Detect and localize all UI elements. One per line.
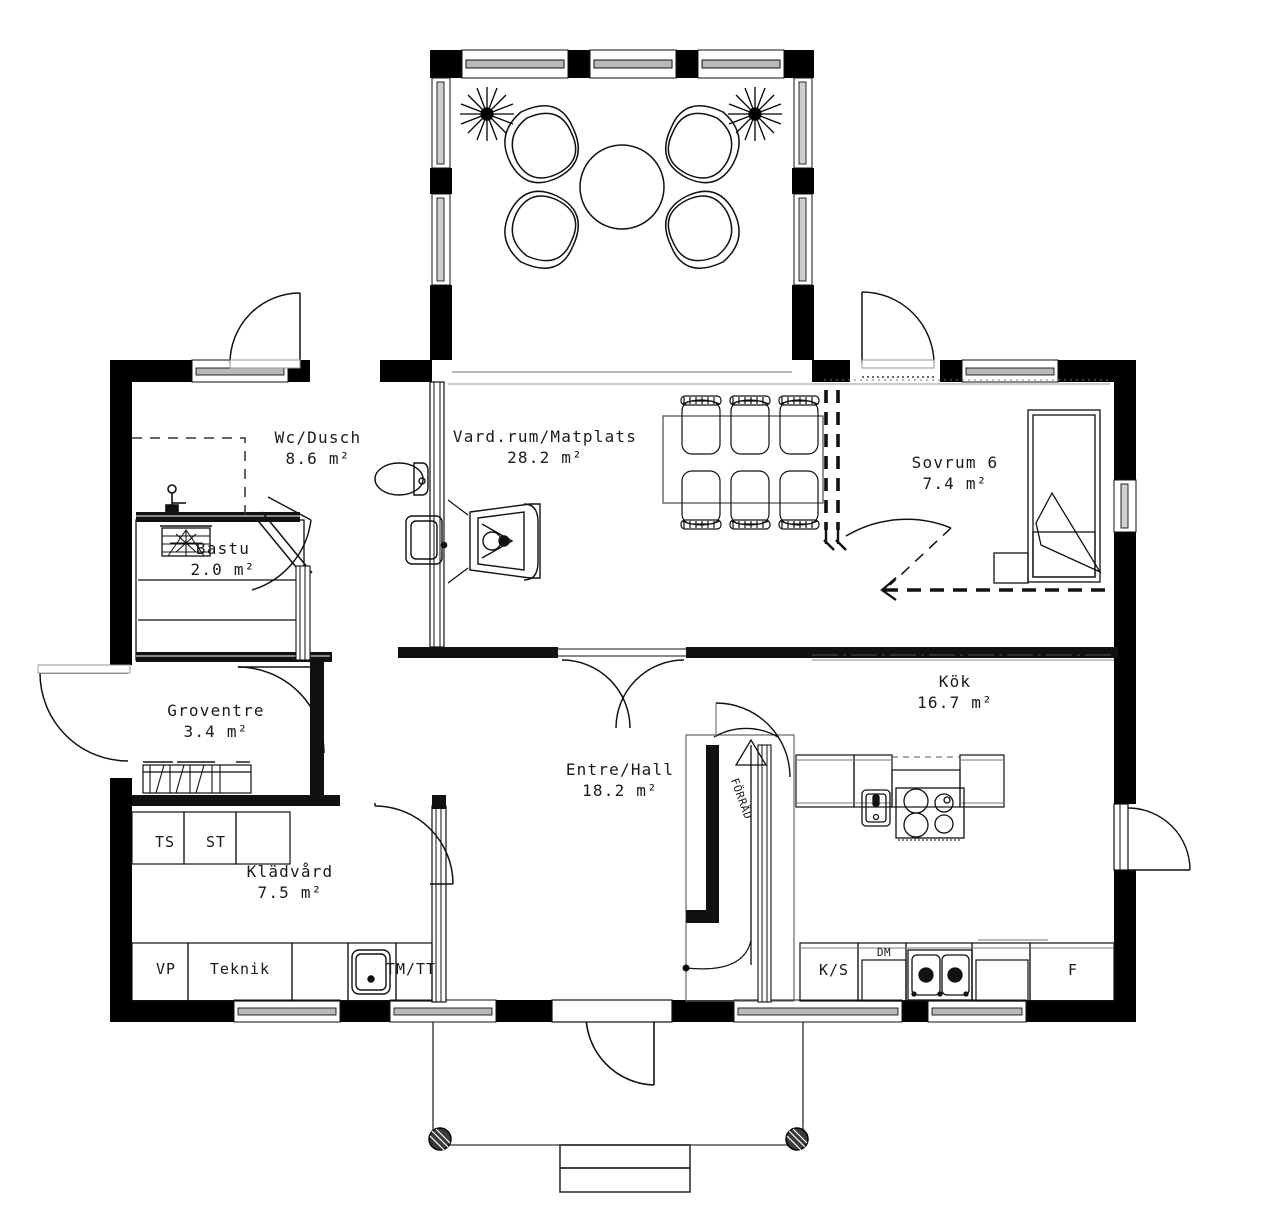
kitchen-sink xyxy=(907,949,973,1001)
window-right-sovrum xyxy=(1113,479,1137,533)
terrace-window-top-1 xyxy=(461,49,569,79)
room-label-kladvard-name: Klädvård xyxy=(247,862,334,881)
bastu-door xyxy=(251,496,312,591)
deck-post-right xyxy=(785,1127,809,1151)
room-label-groventre-area: 3.4 m² xyxy=(184,722,249,741)
kitchen-upper-cabinets xyxy=(795,754,1005,808)
terrace-walls xyxy=(430,50,814,360)
room-labels: Wc/Dusch 8.6 m² Bastu 2.0 m² Vard.rum/Ma… xyxy=(167,427,999,902)
sovrum-door-swing xyxy=(845,518,952,586)
fixture-label-f: F xyxy=(1068,961,1078,979)
door-sovrum-top xyxy=(861,291,935,378)
deck-post-left xyxy=(428,1127,452,1151)
fixture-label-ts: TS xyxy=(155,833,175,851)
door-left-exterior xyxy=(37,664,131,762)
kitchen-exterior-door xyxy=(1113,803,1191,871)
terrace-window-top-3 xyxy=(697,49,785,79)
kitchen-oven xyxy=(861,789,891,827)
sauna-stove xyxy=(160,525,212,557)
teknik-bottom-units xyxy=(131,942,433,1002)
entry-deck xyxy=(432,1013,804,1193)
room-label-entrehall-area: 18.2 m² xyxy=(582,781,658,800)
window-top-right xyxy=(961,359,1059,383)
terrace-window-top-2 xyxy=(589,49,677,79)
room-label-vardrum-name: Vard.rum/Matplats xyxy=(453,427,637,446)
terrace-round-table xyxy=(579,144,665,230)
terrace-armchair-tl xyxy=(504,105,580,184)
room-label-entrehall-name: Entre/Hall xyxy=(566,760,674,779)
room-label-bastu-area: 2.0 m² xyxy=(191,560,256,579)
terrace-armchair-bl xyxy=(504,190,580,269)
kladvard-top-units xyxy=(131,811,291,865)
wc-toilet xyxy=(374,462,429,496)
bastu-faucet xyxy=(165,484,186,513)
room-label-vardrum-area: 28.2 m² xyxy=(507,448,583,467)
terrace-glazing-right xyxy=(793,77,813,286)
bastu-sauna xyxy=(132,437,332,662)
fixture-label-dm: DM xyxy=(877,946,891,959)
room-label-wc_dusch-area: 8.6 m² xyxy=(286,449,351,468)
sliding-partition xyxy=(824,390,840,530)
shower-enclosure xyxy=(132,437,246,520)
room-label-kok-area: 16.7 m² xyxy=(917,693,993,712)
bed xyxy=(1027,409,1102,583)
door-groventre-hall xyxy=(237,666,325,754)
hanging-clothes-rack xyxy=(142,761,252,794)
dining-table xyxy=(662,415,824,504)
door-wc-top xyxy=(229,292,301,369)
window-bottom-2 xyxy=(389,999,497,1023)
window-bottom-3 xyxy=(733,999,903,1023)
room-label-groventre-name: Groventre xyxy=(167,701,265,720)
room-label-wc_dusch-name: Wc/Dusch xyxy=(275,428,362,447)
fixture-label-ks: K/S xyxy=(819,961,849,979)
fixture-label-st: ST xyxy=(206,833,226,851)
door-front-opening xyxy=(551,999,673,1023)
terrace-plant-left xyxy=(460,87,514,141)
window-bottom-4 xyxy=(927,999,1027,1023)
wc-washbasin xyxy=(405,515,448,565)
exterior-walls xyxy=(110,360,1136,1022)
terrace-armchair-tr xyxy=(664,105,740,184)
room-label-sovrum6-area: 7.4 m² xyxy=(923,474,988,493)
terrace-glazing-left xyxy=(431,77,451,286)
door-hall-center xyxy=(561,659,685,729)
interior-walls xyxy=(132,379,1118,1003)
kladvard-sink xyxy=(351,949,391,995)
room-label-kladvard-area: 7.5 m² xyxy=(258,883,323,902)
room-label-kok-name: Kök xyxy=(939,672,972,691)
fixture-label-tmtt: TM/TT xyxy=(386,960,436,978)
kitchen-lower-cabinets xyxy=(799,939,1115,1002)
fixture-label-teknik: Teknik xyxy=(210,960,270,978)
kitchen-cooktop-upper xyxy=(895,787,965,841)
forrad-pantry xyxy=(682,702,795,1003)
dining-chairs-top xyxy=(680,395,820,455)
partition-track-marks xyxy=(823,530,847,551)
terrace-armchair-br xyxy=(664,190,740,269)
sovrum-arrow xyxy=(880,577,897,601)
fireplace xyxy=(447,499,541,584)
room-label-sovrum6-name: Sovrum 6 xyxy=(912,453,999,472)
fixture-label-vp: VP xyxy=(156,960,176,978)
dining-chairs-bottom xyxy=(680,470,820,530)
door-kladvard xyxy=(374,803,454,885)
terrace-plant-right xyxy=(728,87,782,141)
room-label-bastu-name: Bastu xyxy=(196,539,250,558)
window-bottom-1 xyxy=(233,999,341,1023)
nightstand xyxy=(993,552,1029,584)
